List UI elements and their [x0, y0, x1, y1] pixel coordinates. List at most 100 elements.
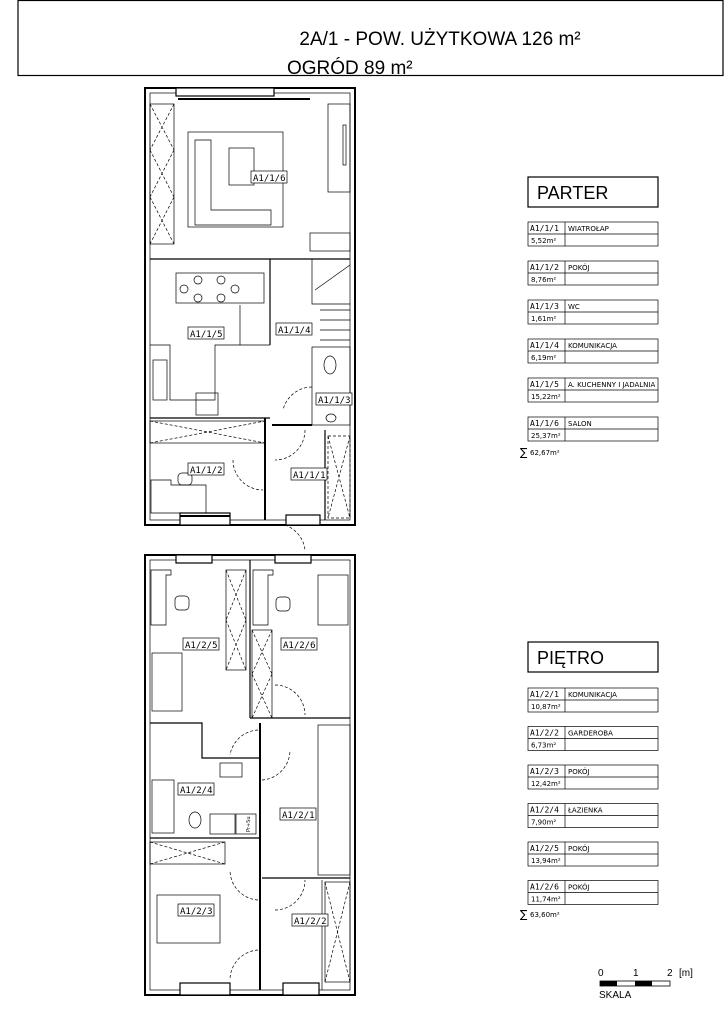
room-label: A1/1/2 [190, 466, 223, 476]
kitchen-counter [150, 305, 270, 401]
scale-bar: 0 1 2 [m] SKALA [598, 968, 693, 1001]
room-area: 5,52m² [531, 237, 556, 245]
room-area: 1,61m² [531, 315, 556, 323]
room-label: A1/2/3 [180, 907, 213, 917]
bed [156, 894, 221, 944]
wardrobe [149, 841, 226, 865]
door-swing [274, 879, 306, 911]
entrance-door [285, 514, 321, 526]
room-name: WIATROŁAP [568, 225, 609, 233]
bathtub [151, 779, 175, 834]
room-id: A1/2/6 [530, 883, 559, 892]
room-name: POKÓJ [568, 883, 590, 892]
bed [317, 574, 349, 626]
room-id: A1/1/3 [530, 302, 559, 311]
room-id: A1/2/4 [530, 806, 559, 815]
room-table-row: A1/1/1 WIATROŁAP 5,52m² [527, 221, 659, 247]
room-name: KOMUNIKACJA [568, 342, 617, 350]
room-table-row: A1/2/6 POKÓJ 11,74m² [527, 880, 659, 905]
scale-unit: [m] [679, 968, 693, 979]
scale-tick-2: 2 [667, 968, 673, 979]
scale-label: SKALA [599, 990, 632, 1001]
room-name: A. KUCHENNY I JADALNIA [568, 381, 655, 389]
room-area: 6,73m² [531, 742, 556, 750]
room-area: 12,42m² [531, 780, 561, 788]
room-area: 8,76m² [531, 276, 556, 284]
parter-sum: 62,67m² [530, 449, 560, 457]
stairs [317, 724, 351, 876]
room-id: A1/1/1 [530, 224, 559, 233]
window [179, 512, 231, 526]
parter-heading: PARTER [537, 183, 608, 203]
toilet [188, 811, 202, 829]
room-label: A1/1/6 [253, 174, 286, 184]
room-id: A1/1/5 [530, 380, 559, 389]
door-swing [274, 429, 306, 461]
ground-floor-plan: A1/1/6 A1/1/5 A1/1/4 A1/1/3 A1/1/2 A1/1/… [144, 87, 356, 551]
scale-tick-1: 1 [633, 968, 639, 979]
wardrobe [327, 435, 351, 519]
room-name: GARDEROBA [568, 730, 613, 738]
room-table-row: A1/2/2 GARDEROBA 6,73m² [527, 726, 659, 751]
room-label: A1/2/6 [283, 641, 316, 651]
room-id: A1/2/2 [530, 729, 559, 738]
header: 2A/1 - POW. UŻYTKOWA 126 m² OGRÓD 89 m² [17, 0, 724, 79]
washer-label: Pr+Su [246, 816, 252, 832]
room-table-row: A1/1/5 A. KUCHENNY I JADALNIA 15,22m² [527, 377, 659, 403]
desk [150, 569, 172, 626]
room-name: KOMUNIKACJA [568, 691, 617, 699]
room-name: SALON [568, 420, 592, 428]
window [175, 554, 213, 564]
door-swing [284, 524, 306, 551]
room-label: A1/1/4 [278, 326, 311, 336]
sum-icon: ∑ [520, 908, 528, 921]
door-swing [261, 749, 291, 781]
door-swing [229, 729, 259, 756]
cooktop [195, 392, 219, 416]
room-id: A1/2/5 [530, 844, 559, 853]
washer [235, 813, 257, 835]
room-area: 13,94m² [531, 857, 561, 865]
window [175, 87, 275, 97]
room-label: A1/2/2 [294, 917, 327, 927]
sofa [194, 139, 272, 226]
room-id: A1/2/3 [530, 767, 559, 776]
subtitle: OGRÓD 89 m² [287, 57, 413, 79]
room-area: 25,37m² [531, 432, 561, 440]
window [179, 982, 231, 996]
sink [152, 359, 168, 401]
dining-chairs [179, 275, 240, 303]
room-id: A1/1/2 [530, 263, 559, 272]
room-label: A1/2/1 [282, 811, 315, 821]
room-area: 15,22m² [531, 393, 561, 401]
washbasin [219, 762, 243, 778]
toilet [323, 355, 337, 375]
door-swing [282, 386, 313, 411]
tv-unit [327, 103, 351, 193]
window [282, 982, 320, 996]
room-table-row: A1/2/3 POKÓJ 12,42m² [527, 764, 659, 790]
room-area: 11,74m² [531, 896, 561, 904]
room-label: A1/2/4 [180, 786, 213, 796]
washbasin [325, 413, 337, 423]
door-swing [229, 949, 259, 981]
room-label: A1/1/5 [190, 330, 223, 340]
room-id: A1/1/4 [530, 341, 559, 350]
room-name: POKÓJ [568, 767, 590, 776]
door-swing [274, 684, 306, 716]
room-name: POKÓJ [568, 844, 590, 853]
desk [252, 569, 274, 626]
dining-table [175, 272, 265, 304]
room-name: WC [568, 303, 580, 311]
chair [174, 595, 190, 611]
room-label: A1/2/5 [185, 641, 218, 651]
